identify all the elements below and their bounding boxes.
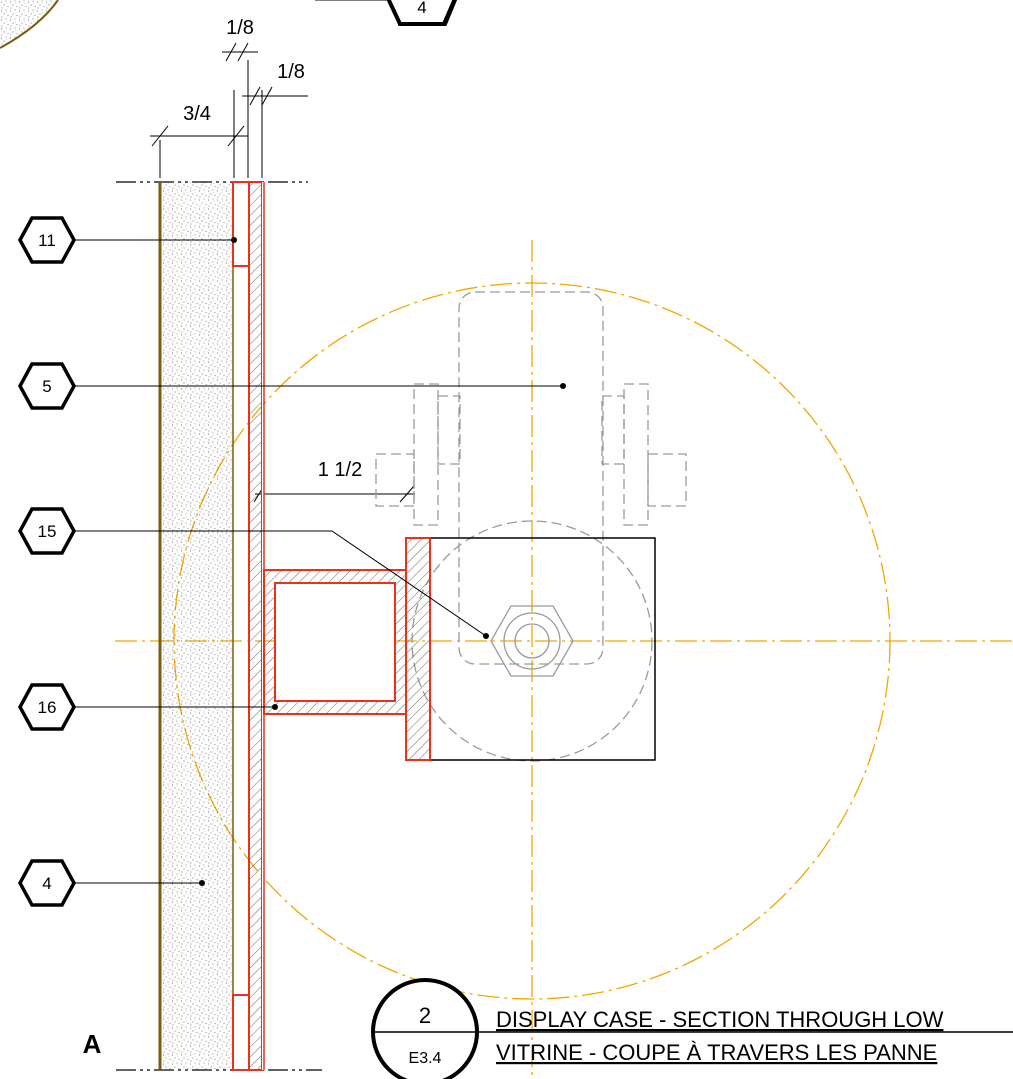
- title-french: VITRINE - COUPE À TRAVERS LES PANNE: [496, 1040, 937, 1065]
- hex-nut: [490, 605, 574, 677]
- callout-11: 11: [18, 216, 237, 264]
- callout-15-number: 15: [38, 522, 57, 541]
- callout-11-number: 11: [38, 231, 56, 250]
- glass-panel: [232, 181, 265, 1071]
- title-english: DISPLAY CASE - SECTION THROUGH LOW: [496, 1007, 944, 1032]
- callout-16: 16: [18, 683, 278, 731]
- dim-panel-thickness: 3/4: [183, 103, 211, 125]
- callout-top: 4: [315, 0, 458, 26]
- upper-panel-fragment: [0, 0, 59, 49]
- wall-panel: [158, 182, 234, 1070]
- callout-top-number: 4: [417, 0, 426, 17]
- callout-5: 5: [18, 362, 566, 410]
- callout-16-number: 16: [38, 698, 57, 717]
- hidden-hardware: [375, 291, 687, 762]
- callout-5-number: 5: [42, 377, 51, 396]
- mounting-plate: [405, 537, 656, 761]
- dimensions: [150, 42, 415, 503]
- callout-4-number: 4: [42, 874, 51, 893]
- detail-number: 2: [419, 1003, 431, 1028]
- callout-4: 4: [18, 859, 205, 907]
- sheet-number: E3.4: [409, 1050, 442, 1067]
- tube-bracket: [263, 569, 407, 715]
- dim-bracket-offset: 1 1/2: [318, 459, 362, 481]
- callout-15: 15: [18, 507, 489, 639]
- dim-glass-thickness: 1/8: [277, 61, 305, 83]
- dim-glass-gap: 1/8: [226, 17, 254, 39]
- section-label: A: [83, 1029, 102, 1059]
- title-block: 2 E3.4 DISPLAY CASE - SECTION THROUGH LO…: [371, 978, 1013, 1079]
